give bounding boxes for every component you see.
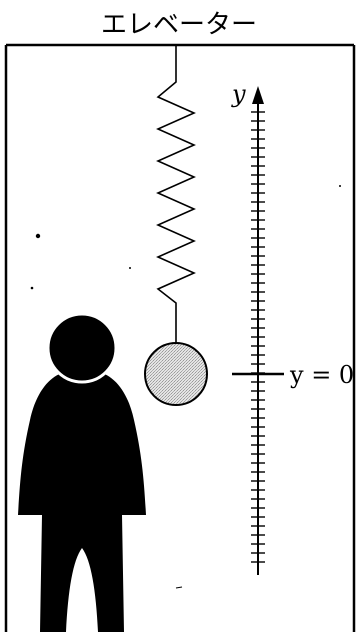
spring [156,45,196,342]
speck [129,267,131,269]
person-head [46,312,118,384]
mass-ball [144,342,208,406]
elevator-car [4,43,356,632]
speck [339,185,341,187]
speck [30,286,34,290]
y-zero-label: y = 0 [289,361,354,389]
y-axis: y y = 0 [231,80,354,575]
diagram-title: エレベーター [101,10,257,40]
person-body [18,372,146,632]
speck-marks [30,185,341,589]
y-axis-label: y [231,80,246,108]
person-silhouette [18,312,146,632]
speck [175,586,183,589]
speck [35,233,41,239]
y-axis-arrowhead [252,86,264,104]
y-axis-ticks [251,111,265,563]
